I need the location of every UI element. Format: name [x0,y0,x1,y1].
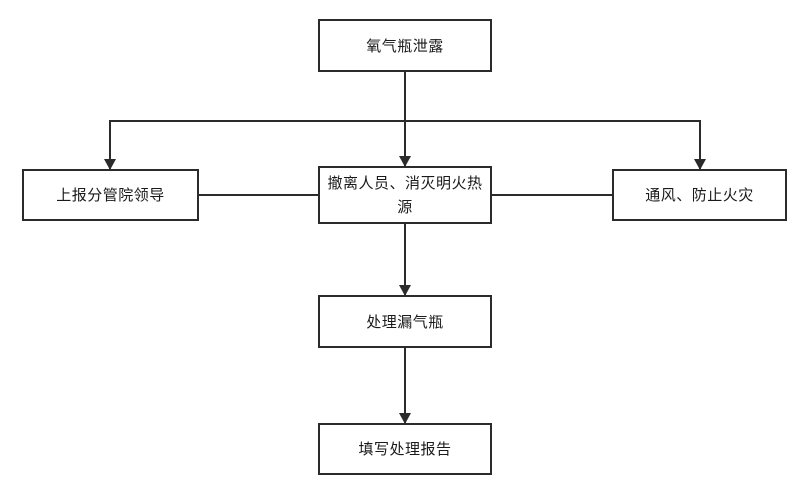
arrowhead-handle-to-report-form [399,413,411,424]
node-label-report: 上报分管院领导 [56,186,165,204]
arrowhead-leak-to-report [104,159,116,170]
node-box-evacuate[interactable] [318,166,492,224]
arrowhead-leak-to-evacuate [399,156,411,167]
node-label-leak: 氧气瓶泄露 [366,36,444,55]
node-box-handle[interactable] [318,295,492,348]
node-box-report[interactable] [22,169,199,221]
arrowhead-evacuate-to-handle [399,285,411,296]
node-label-evacuate: 撤离人员、消灭明火热源 [327,174,483,216]
node-label-report_form: 填写处理报告 [358,440,452,458]
connector-leak-to-ventilate [404,120,701,171]
connector-leak-to-report [109,120,406,171]
connector-layer [104,70,706,425]
node-box-ventilate[interactable] [612,169,787,221]
arrowhead-leak-to-ventilate [694,159,706,170]
node-label-handle: 处理漏气瓶 [366,312,444,331]
node-box-leak[interactable] [318,19,492,72]
node-box-report_form[interactable] [318,423,492,475]
node-label-ventilate: 通风、防止火灾 [645,186,754,204]
node-layer [22,19,787,475]
